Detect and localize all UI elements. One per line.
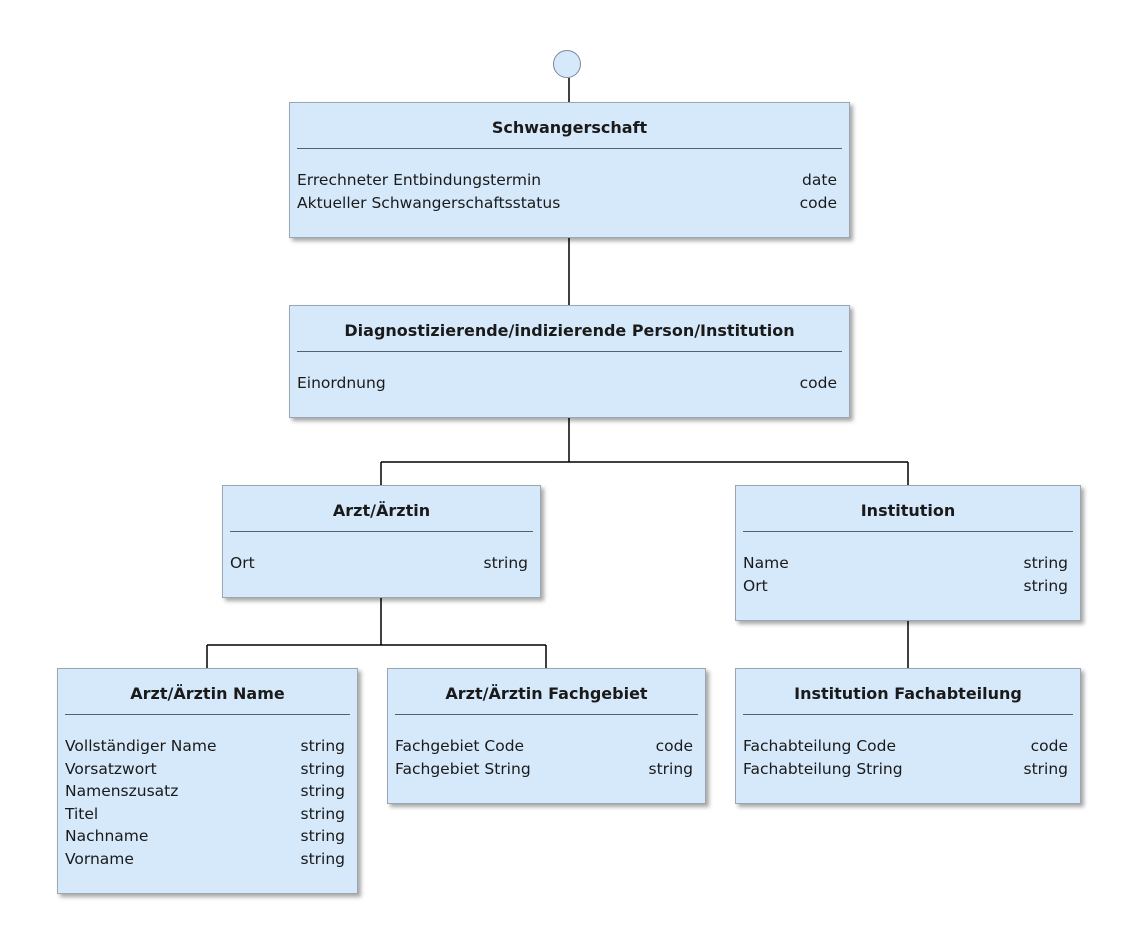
attribute-type: date bbox=[802, 171, 837, 189]
attribute-row: Titel string bbox=[58, 803, 357, 826]
attribute-row: Fachabteilung Code code bbox=[736, 735, 1080, 758]
class-title: Arzt/Ärztin Fachgebiet bbox=[445, 684, 648, 703]
attribute-type: string bbox=[300, 849, 346, 868]
attribute-row: Fachgebiet String string bbox=[388, 758, 705, 781]
attribute-name: Fachgebiet String bbox=[395, 759, 531, 778]
attribute-name: Titel bbox=[65, 804, 99, 823]
title-divider bbox=[65, 714, 350, 715]
title-divider bbox=[230, 531, 533, 532]
class-title: Schwangerschaft bbox=[491, 118, 648, 137]
attribute-type: string bbox=[648, 759, 694, 778]
attribute-row: Aktueller Schwangerschaftsstatus code bbox=[290, 192, 849, 215]
attribute-name: Aktueller Schwangerschaftsstatus bbox=[297, 193, 561, 212]
attribute-row: Fachgebiet Code code bbox=[388, 735, 705, 758]
attribute-row: Vollständiger Name string bbox=[58, 735, 357, 758]
attribute-type: code bbox=[1030, 737, 1068, 755]
attribute-name: Fachgebiet Code bbox=[395, 737, 525, 755]
attribute-row: Namenszusatz string bbox=[58, 780, 357, 803]
attribute-name: Ort bbox=[743, 576, 768, 595]
attribute-row: Einordnung code bbox=[290, 372, 849, 395]
attribute-type: code bbox=[799, 193, 837, 212]
class-title: Arzt/Ärztin bbox=[332, 501, 431, 520]
attribute-name: Vorname bbox=[65, 849, 134, 868]
attribute-type: string bbox=[483, 554, 529, 572]
root-node-circle bbox=[553, 50, 581, 78]
attribute-row: Name string bbox=[736, 552, 1080, 575]
attribute-row: Ort string bbox=[736, 575, 1080, 598]
class-box-arzt-fachgebiet: Arzt/Ärztin Fachgebiet Fachgebiet Code co… bbox=[387, 668, 706, 804]
attribute-type: string bbox=[300, 759, 346, 778]
attribute-row: Fachabteilung String string bbox=[736, 758, 1080, 781]
attribute-type: string bbox=[300, 782, 346, 801]
title-divider bbox=[297, 351, 842, 352]
class-title: Diagnostizierende/indizierende Person/In… bbox=[344, 321, 795, 340]
attribute-name: Vollständiger Name bbox=[65, 737, 217, 755]
attribute-list: Einordnung code bbox=[290, 372, 849, 395]
class-title: Arzt/Ärztin Name bbox=[130, 684, 285, 703]
title-divider bbox=[395, 714, 698, 715]
attribute-type: string bbox=[300, 804, 346, 823]
attribute-row: Vorname string bbox=[58, 848, 357, 871]
class-box-person-institution: Diagnostizierende/indizierende Person/In… bbox=[289, 305, 850, 418]
attribute-list: Ort string bbox=[223, 552, 540, 575]
attribute-name: Nachname bbox=[65, 827, 149, 846]
attribute-name: Fachabteilung Code bbox=[743, 737, 896, 755]
class-box-institution-fachabteilung: Institution Fachabteilung Fachabteilung … bbox=[735, 668, 1081, 804]
attribute-name: Einordnung bbox=[297, 374, 386, 392]
attribute-type: string bbox=[300, 737, 346, 755]
attribute-row: Ort string bbox=[223, 552, 540, 575]
attribute-type: string bbox=[1023, 576, 1069, 595]
class-box-schwangerschaft: Schwangerschaft Errechneter Entbindungst… bbox=[289, 102, 850, 238]
attribute-type: string bbox=[300, 827, 346, 846]
attribute-row: Vorsatzwort string bbox=[58, 758, 357, 781]
attribute-type: code bbox=[799, 374, 837, 392]
attribute-name: Ort bbox=[230, 554, 255, 572]
attribute-row: Nachname string bbox=[58, 825, 357, 848]
attribute-name: Namenszusatz bbox=[65, 782, 179, 801]
attribute-type: string bbox=[1023, 759, 1069, 778]
class-title: Institution bbox=[860, 501, 956, 520]
attribute-name: Fachabteilung String bbox=[743, 759, 903, 778]
title-divider bbox=[297, 148, 842, 149]
attribute-name: Name bbox=[743, 554, 789, 572]
title-divider bbox=[743, 531, 1073, 532]
class-title: Institution Fachabteilung bbox=[794, 684, 1022, 703]
attribute-row: Errechneter Entbindungstermin date bbox=[290, 169, 849, 192]
attribute-type: string bbox=[1023, 554, 1069, 572]
attribute-name: Errechneter Entbindungstermin bbox=[297, 171, 542, 189]
class-box-arzt-name: Arzt/Ärztin Name Vollständiger Name strin… bbox=[57, 668, 358, 894]
class-box-arzt: Arzt/Ärztin Ort string bbox=[222, 485, 541, 598]
attribute-type: code bbox=[655, 737, 693, 755]
title-divider bbox=[743, 714, 1073, 715]
attribute-name: Vorsatzwort bbox=[65, 759, 157, 778]
